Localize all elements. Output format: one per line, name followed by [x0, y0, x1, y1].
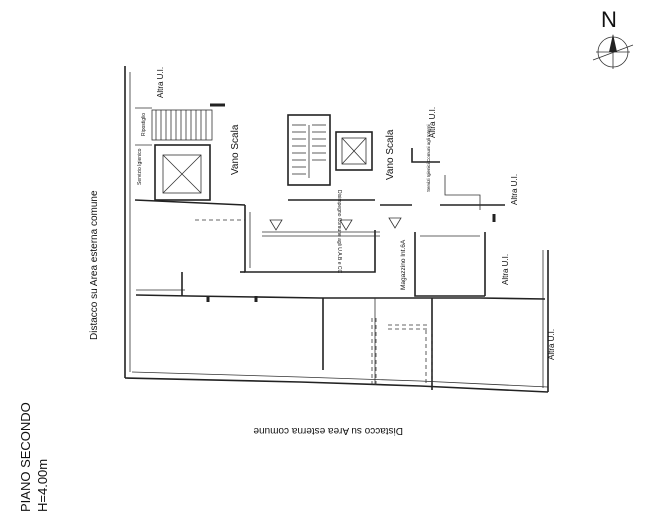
label-altra-right3: Altra U.I. [547, 329, 556, 360]
label-altra-right2: Altra U.I. [501, 254, 510, 285]
interior-walls [181, 148, 505, 390]
label-vano-scala-right: Vano Scala [385, 129, 396, 180]
label-vano-scala-left: Vano Scala [230, 124, 241, 175]
building-outline [124, 66, 549, 393]
north-label: N [601, 7, 617, 32]
floor-height: H=4.00m [35, 459, 50, 512]
label-disimpegno: Disimpegno Comune agli U.A.B e CC [336, 190, 342, 273]
door-arrows [269, 217, 402, 231]
label-servizio-igienico: Servizio Igienico [137, 148, 143, 185]
central-stair-block [287, 114, 375, 201]
label-servizi-right: Servizi Igienici Comuni agli Interni [426, 124, 431, 192]
floor-name: PIANO SECONDO [18, 402, 33, 512]
label-altra-upper-right: Altra U.I. [428, 107, 437, 138]
label-altra-right1: Altra U.I. [510, 174, 519, 205]
floor-title: PIANO SECONDO H=4.00m [18, 402, 50, 512]
left-stair-block [134, 103, 246, 206]
label-magazzino: Magazzino Int.6A [400, 239, 407, 290]
plan-labels: Altra U.I. Altra U.I. Altra U.I. Altra U… [89, 67, 556, 436]
label-altra-top: Altra U.I. [156, 67, 165, 98]
north-arrow-icon: N [592, 7, 634, 69]
label-distacco-side: Distacco su Area esterna comune [89, 190, 100, 340]
label-ripostiglio: Ripostiglio [141, 113, 147, 136]
label-distacco-bottom: Distacco su Area esterna comune [253, 425, 403, 436]
